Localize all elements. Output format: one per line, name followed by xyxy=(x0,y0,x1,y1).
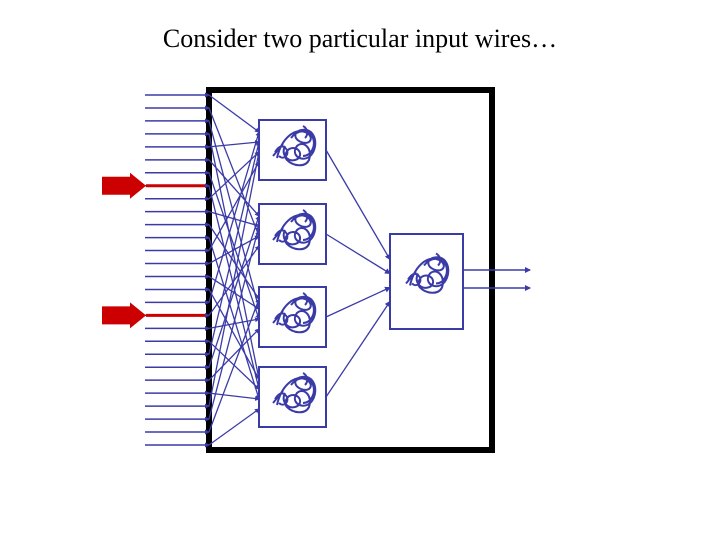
internal-wire xyxy=(208,172,261,320)
gate-to-output-wire xyxy=(325,286,391,318)
highlighted-input-arrow xyxy=(102,302,205,329)
slide-title: Consider two particular input wires… xyxy=(162,24,558,53)
hidden-gate xyxy=(258,119,327,181)
internal-wire xyxy=(208,275,260,310)
hidden-gate xyxy=(258,203,327,265)
internal-wire xyxy=(208,185,261,390)
output-gate xyxy=(389,233,464,330)
internal-wire xyxy=(208,340,260,390)
internal-wire xyxy=(208,151,261,407)
internal-wire xyxy=(208,107,260,237)
internal-wire xyxy=(208,120,261,310)
internal-wire xyxy=(208,408,260,446)
internal-wire xyxy=(208,141,261,355)
internal-wire xyxy=(208,94,260,133)
internal-wire xyxy=(208,215,261,368)
internal-wire xyxy=(208,224,260,300)
gate-to-output-wire xyxy=(325,233,391,275)
internal-wire xyxy=(208,159,260,217)
hidden-gate xyxy=(258,286,327,348)
internal-wire xyxy=(208,139,260,148)
gate-to-output-wire xyxy=(325,300,391,398)
hidden-gate xyxy=(258,366,327,428)
internal-wire xyxy=(208,237,261,400)
internal-wire xyxy=(208,211,260,228)
internal-wire xyxy=(208,289,260,380)
internal-wire xyxy=(208,225,261,420)
highlighted-input-arrow xyxy=(102,172,205,199)
internal-wire xyxy=(208,392,260,402)
internal-wire xyxy=(208,133,261,380)
gate-to-output-wire xyxy=(325,149,391,261)
